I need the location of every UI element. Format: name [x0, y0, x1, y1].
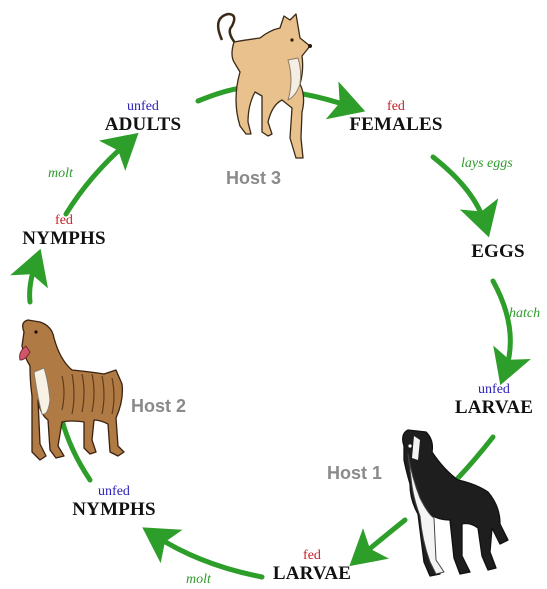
host-3-label: Host 3	[226, 168, 281, 189]
arrow-fed-larvae-to-nymphs	[154, 535, 262, 577]
stage-label: FEMALES	[343, 114, 449, 136]
stage-larvae-unfed: unfed LARVAE	[446, 383, 542, 419]
dog-boxer-icon	[20, 320, 124, 460]
state-fed-label: fed	[343, 100, 449, 114]
state-unfed-label: unfed	[64, 485, 164, 499]
stage-label: NYMPHS	[14, 228, 114, 250]
stage-larvae-fed: fed LARVAE	[266, 549, 358, 585]
stage-label: LARVAE	[446, 397, 542, 419]
stage-label: ADULTS	[98, 114, 188, 136]
state-fed-label: fed	[14, 214, 114, 228]
transition-molt-left: molt	[48, 166, 73, 182]
arrow-larvae-to-host1	[458, 437, 493, 478]
transition-hatch: hatch	[509, 306, 540, 322]
stage-nymphs-unfed: unfed NYMPHS	[64, 485, 164, 521]
stage-females: fed FEMALES	[343, 100, 449, 136]
arrow-host2-to-fed-nymphs	[30, 262, 36, 302]
host-1-label: Host 1	[327, 463, 382, 484]
stage-nymphs-fed: fed NYMPHS	[14, 214, 114, 250]
state-unfed-label: unfed	[98, 100, 188, 114]
stage-label: LARVAE	[266, 563, 358, 585]
dog-tan-icon	[218, 14, 312, 158]
dog-collie-icon	[403, 430, 508, 576]
host-2-label: Host 2	[131, 396, 186, 417]
transition-molt-bottom: molt	[186, 572, 211, 588]
arrow-host1-to-fed-larvae	[360, 520, 405, 557]
stage-label: NYMPHS	[64, 499, 164, 521]
arrow-eggs-to-larvae	[493, 281, 510, 372]
stage-adults: unfed ADULTS	[98, 100, 188, 136]
arrow-nymphs-to-adults	[66, 142, 128, 214]
state-unfed-label: unfed	[446, 383, 542, 397]
transition-lays-eggs: lays eggs	[461, 156, 513, 172]
state-fed-label: fed	[266, 549, 358, 563]
stage-eggs: EGGS	[462, 241, 534, 263]
